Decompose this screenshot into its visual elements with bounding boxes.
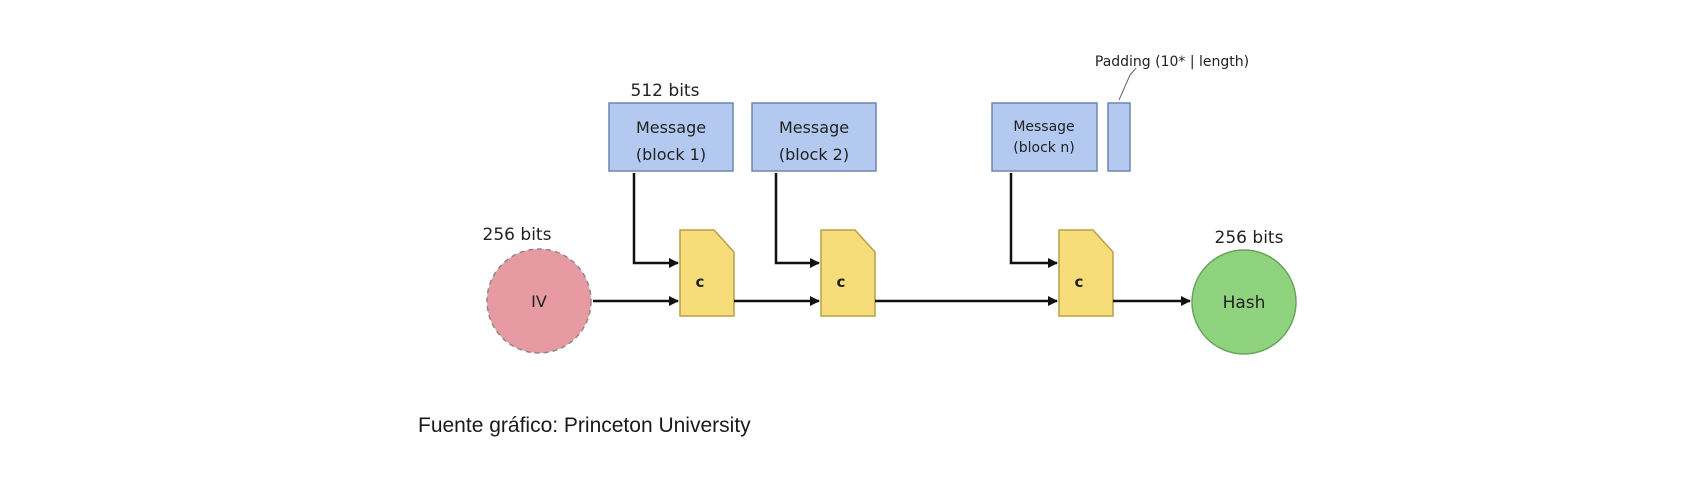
padding-label: Padding (10* | length) — [1095, 54, 1249, 70]
figure-caption: Fuente gráfico: Princeton University — [418, 414, 751, 437]
message-block-n-line2: (block n) — [1013, 140, 1074, 156]
message-block-1-line1: Message — [636, 118, 706, 137]
compression-function-2: c — [820, 229, 876, 317]
padding-block — [1107, 102, 1131, 172]
compression-label-n: c — [1075, 273, 1084, 291]
message-block-2-line2: (block 2) — [779, 145, 849, 164]
compression-label-1: c — [696, 273, 705, 291]
block-size-label: 512 bits — [631, 81, 700, 101]
arrow-block1-to-c1 — [632, 173, 679, 268]
padding-leader-line — [1129, 67, 1137, 76]
hash-size-label: 256 bits — [1215, 228, 1284, 248]
compression-label-2: c — [837, 273, 846, 291]
message-block-2-line1: Message — [779, 118, 849, 137]
hash-label: Hash — [1223, 293, 1266, 313]
iv-size-label: 256 bits — [483, 225, 552, 245]
message-block-1-line2: (block 1) — [636, 145, 706, 164]
arrow-block2-to-c2 — [774, 173, 820, 268]
message-block-n-line1: Message — [1013, 119, 1074, 135]
message-block-n: Message (block n) — [991, 102, 1098, 172]
compression-function-n: c — [1058, 229, 1114, 317]
message-block-2: Message (block 2) — [751, 102, 877, 172]
compression-function-1: c — [679, 229, 735, 317]
message-block-1: Message (block 1) — [608, 102, 734, 172]
iv-label: IV — [531, 292, 547, 311]
padding-leader-line-diag — [1118, 74, 1131, 101]
iv-node: IV — [486, 248, 592, 354]
arrow-blockn-to-cn — [1009, 173, 1058, 268]
hash-node: Hash — [1191, 249, 1297, 355]
